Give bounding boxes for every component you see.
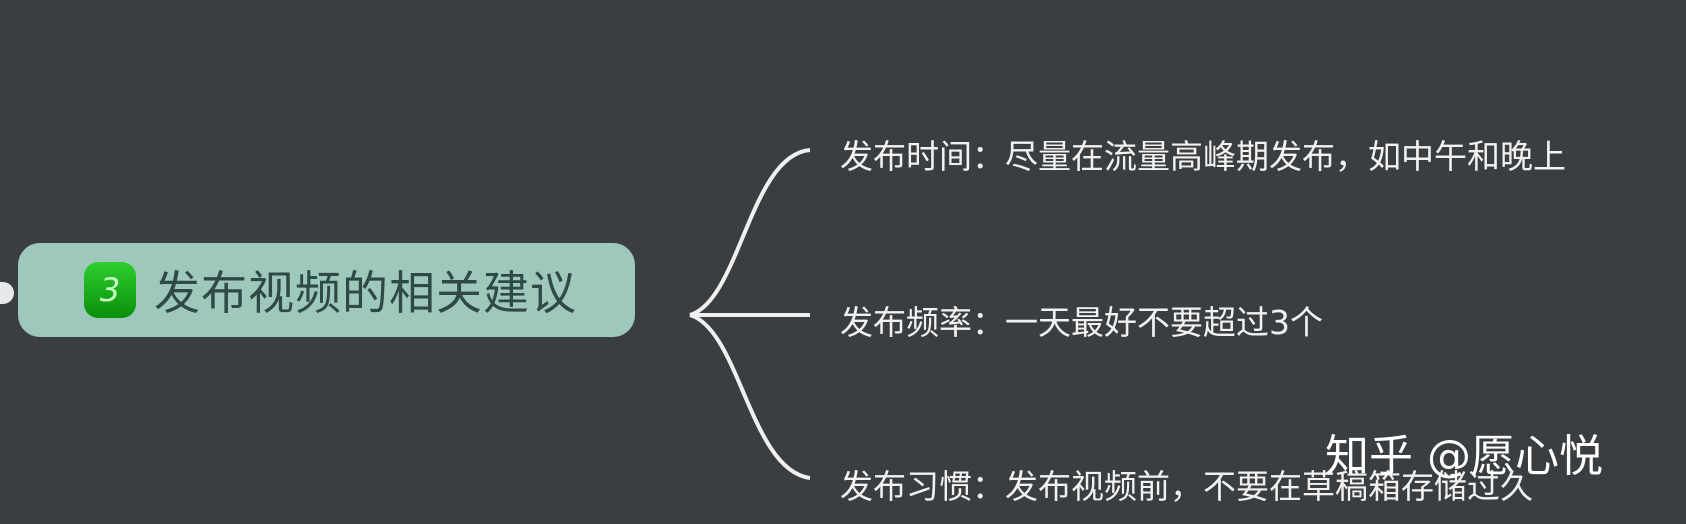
priority-badge-icon: 3 (84, 262, 136, 318)
central-node[interactable]: 3 发布视频的相关建议 (18, 243, 635, 337)
branch-node-publish-time[interactable]: 发布时间：尽量在流量高峰期发布，如中午和晚上 (840, 137, 1566, 176)
connector-top (689, 148, 811, 317)
collapse-handle[interactable] (0, 282, 14, 304)
branch-node-publish-habit[interactable]: 发布习惯：发布视频前，不要在草稿箱存储过久 (840, 467, 1533, 506)
branch-node-publish-frequency[interactable]: 发布频率：一天最好不要超过3个 (840, 303, 1323, 342)
connector-bottom (689, 313, 811, 480)
watermark: 知乎 @愿心悦 (1325, 431, 1603, 482)
central-node-label: 发布视频的相关建议 (154, 266, 577, 320)
